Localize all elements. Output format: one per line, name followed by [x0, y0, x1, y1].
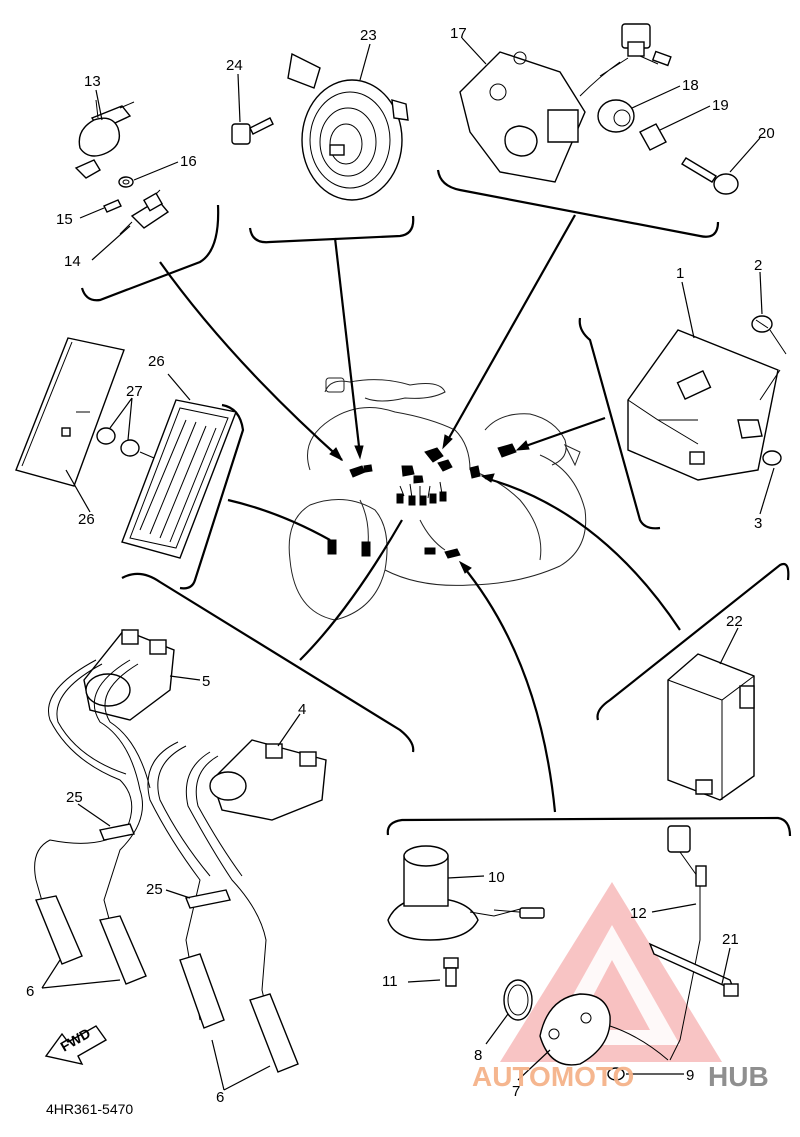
clamp-25a: [99, 823, 135, 841]
label-18: 18: [682, 77, 699, 94]
group-brackets: [80, 169, 792, 837]
clamp-25b: [185, 889, 231, 909]
label-20: 20: [758, 125, 775, 142]
label-6-left: 6: [26, 983, 34, 1000]
label-26-bottom: 26: [78, 511, 95, 528]
label-3: 3: [754, 515, 762, 532]
switch-10: [387, 845, 545, 941]
screw-3: [762, 450, 782, 466]
label-13: 13: [84, 73, 101, 90]
label-9: 9: [686, 1067, 694, 1084]
reflector-26-left: [15, 337, 125, 487]
ignition-leads: [34, 659, 299, 1073]
label-6-bottom: 6: [216, 1089, 224, 1106]
ecu-1: [627, 329, 781, 481]
screw-9: [607, 1067, 625, 1081]
bolt-20: [681, 157, 739, 195]
sensor-14: [119, 189, 170, 235]
part-labels: 13 16 15 14 24 23 17 18 19 20 1 2 3 26 2…: [26, 25, 775, 1106]
callout-lines: [41, 37, 775, 1091]
coil-5: [83, 629, 175, 721]
horn-23: [287, 52, 409, 201]
sensor-17: [459, 23, 672, 183]
fwd-arrow: FWD: [44, 1025, 108, 1066]
label-12: 12: [630, 905, 647, 922]
watermark-text-b: HUB: [708, 1061, 769, 1092]
label-1: 1: [676, 265, 684, 282]
screw-2: [751, 315, 787, 355]
label-10: 10: [488, 869, 505, 886]
label-17: 17: [450, 25, 467, 42]
nut-27: [96, 427, 155, 459]
grommet-18: [597, 99, 635, 133]
label-19: 19: [712, 97, 729, 114]
oring-8: [503, 979, 533, 1021]
collar-19: [639, 123, 667, 151]
relay-22: [667, 653, 755, 801]
watermark-text: AUTOMOTO HUB: [472, 1061, 769, 1092]
label-15: 15: [56, 211, 73, 228]
washer-16: [118, 176, 134, 188]
sidestand-switch-7: [539, 993, 669, 1066]
label-5: 5: [202, 673, 210, 690]
label-2: 2: [754, 257, 762, 274]
bolt-24: [231, 117, 274, 145]
bracket-21: [648, 942, 739, 997]
label-14: 14: [64, 253, 81, 270]
label-26-top: 26: [148, 353, 165, 370]
label-8: 8: [474, 1047, 482, 1064]
diagram-code: 4HR361-5470: [46, 1101, 133, 1117]
coil-4: [209, 739, 327, 821]
label-7: 7: [512, 1083, 520, 1100]
label-16: 16: [180, 153, 197, 170]
label-21: 21: [722, 931, 739, 948]
label-25-top: 25: [66, 789, 83, 806]
label-24: 24: [226, 57, 243, 74]
bolt-11: [443, 957, 459, 987]
sensor-13: [74, 99, 135, 179]
leader-lines: [159, 214, 681, 813]
label-25-mid: 25: [146, 881, 163, 898]
frame-outline: [288, 377, 587, 621]
reflector-26-right: [121, 399, 237, 559]
label-22: 22: [726, 613, 743, 630]
label-23: 23: [360, 27, 377, 44]
screw-15: [103, 199, 122, 213]
label-11: 11: [382, 973, 398, 990]
watermark-text-a: AUTOMOTO: [472, 1061, 634, 1092]
label-27: 27: [126, 383, 143, 400]
label-4: 4: [298, 701, 306, 718]
